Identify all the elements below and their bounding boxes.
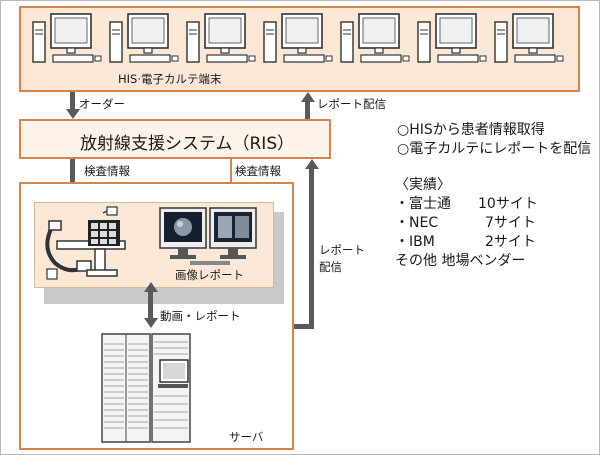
report-delivery-side-horizontal	[294, 324, 314, 329]
image-grid-monitor-icon	[88, 220, 120, 246]
result-vendor-ibm: ・IBM	[395, 234, 435, 250]
video-report-arrow-head-up	[143, 282, 158, 292]
results-heading: 〈実績〉	[395, 177, 451, 193]
exam-info-label-right: 検査情報	[235, 164, 281, 178]
exam-info-connector	[230, 159, 232, 182]
report-delivery-top-shaft	[305, 101, 310, 119]
result-vendor-fujitsu: ・富士通	[395, 196, 451, 212]
his-label: HIS·電子カルテ端末	[118, 72, 222, 86]
ris-box	[19, 119, 331, 159]
order-arrow-shaft	[70, 92, 75, 110]
result-count-nec: 7サイト	[485, 215, 536, 231]
report-delivery-side-head	[304, 159, 319, 169]
report-delivery-top-head	[300, 92, 315, 102]
note-report-delivery: ○電子カルテにレポートを配信	[397, 141, 592, 157]
order-label: オーダー	[79, 97, 125, 111]
desktop-terminal-icon	[494, 13, 564, 63]
order-arrow-head	[65, 109, 80, 119]
exam-info-arrow-shaft	[70, 159, 75, 193]
image-report-label: 画像レポート	[175, 268, 244, 282]
server-label: サーバ	[229, 430, 264, 444]
video-report-arrow-head-down	[143, 318, 158, 328]
desktop-terminal-icon	[417, 13, 487, 63]
exam-info-label-left: 検査情報	[84, 164, 130, 178]
report-delivery-side-vertical	[309, 168, 314, 329]
result-vendor-nec: ・NEC	[395, 215, 439, 231]
report-delivery-top-label: レポート配信	[317, 97, 386, 111]
report-delivery-side-label-1: レポート	[319, 243, 365, 257]
result-other: その他 地場ベンダー	[395, 253, 526, 269]
video-report-label: 動画・レポート	[160, 309, 241, 323]
result-count-ibm: 2サイト	[485, 234, 536, 250]
desktop-terminal-icon	[109, 13, 179, 63]
note-his-patient-info: ○HISから患者情報取得	[397, 122, 545, 138]
dual-viewer-monitors-icon	[159, 207, 257, 265]
server-rack-icon	[101, 333, 191, 443]
ris-label: 放射線支援システム（RIS）	[80, 134, 295, 154]
desktop-terminal-icon	[340, 13, 410, 63]
desktop-terminal-icon	[186, 13, 256, 63]
desktop-terminal-icon	[263, 13, 333, 63]
result-count-fujitsu: 10サイト	[478, 196, 538, 212]
video-report-arrow-shaft	[148, 291, 153, 319]
report-delivery-side-label-2: 配信	[319, 260, 342, 274]
desktop-terminal-icon	[32, 13, 102, 63]
